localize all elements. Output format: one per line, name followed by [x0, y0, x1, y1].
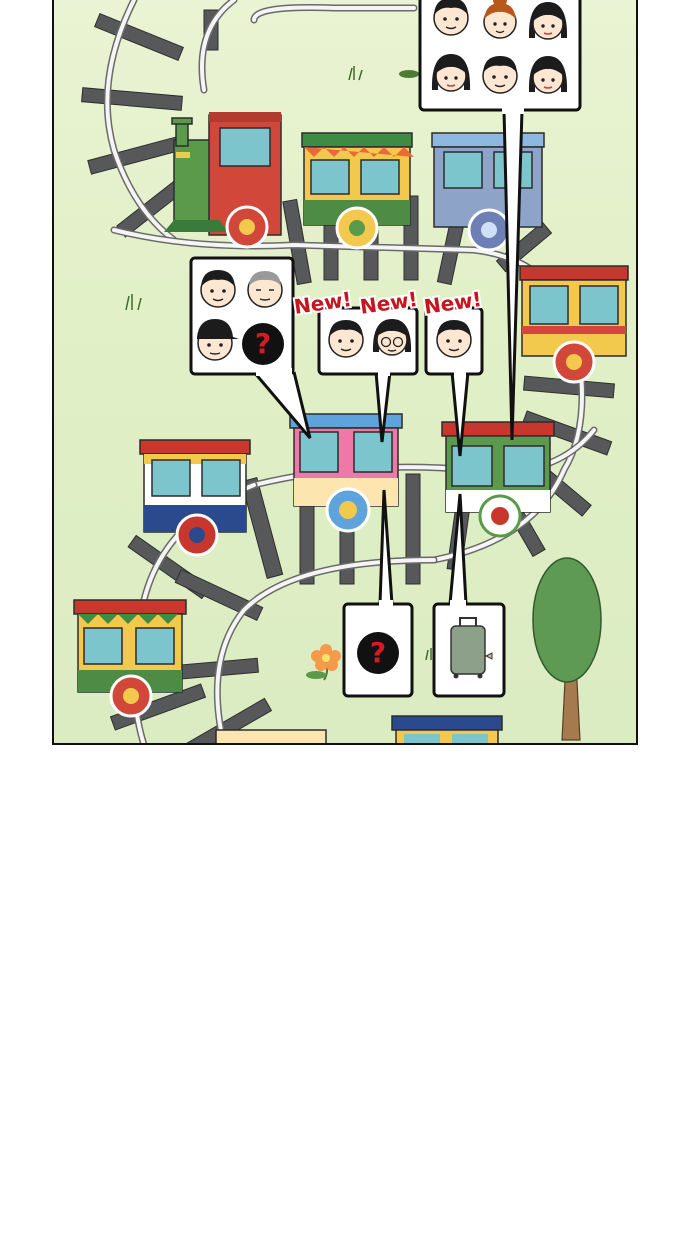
new-badges: New! New! New! [290, 285, 485, 321]
bubble-pointers [252, 109, 524, 605]
train-car-navy-left [139, 439, 251, 557]
svg-text:?: ? [370, 636, 386, 669]
train-car-green-right [441, 421, 555, 538]
speech-bubble-left: ? [189, 256, 295, 376]
train-car-green-bottom-left [73, 599, 187, 718]
train-car-bottom-center [215, 729, 327, 743]
svg-text:?: ? [255, 327, 271, 360]
speech-bubble-middle [317, 306, 419, 376]
steam-locomotive [164, 112, 282, 249]
speech-bubble-bottom-right [432, 600, 506, 698]
speech-bubble-bottom-left: ? [342, 600, 414, 698]
speech-bubble-right [424, 306, 484, 376]
speech-bubble-top-right [418, 0, 582, 114]
suitcase-icon [450, 617, 493, 679]
train-illustration: ? New! New! New! ? [73, 0, 629, 743]
question-mark-icon: ? [357, 632, 399, 674]
new-badge-1: New! [292, 287, 353, 319]
flower-icon [306, 644, 341, 681]
question-mark-icon: ? [242, 323, 284, 365]
train-car-bottom-right [391, 715, 503, 743]
grass-tufts [125, 66, 432, 661]
character-face-icon [436, 319, 472, 358]
bush-icon [399, 70, 419, 78]
tree-icon [532, 557, 602, 741]
train-car-green-top [301, 132, 414, 250]
train-car-red-right [519, 265, 629, 384]
comic-panel: ? New! New! New! ? [52, 0, 638, 745]
